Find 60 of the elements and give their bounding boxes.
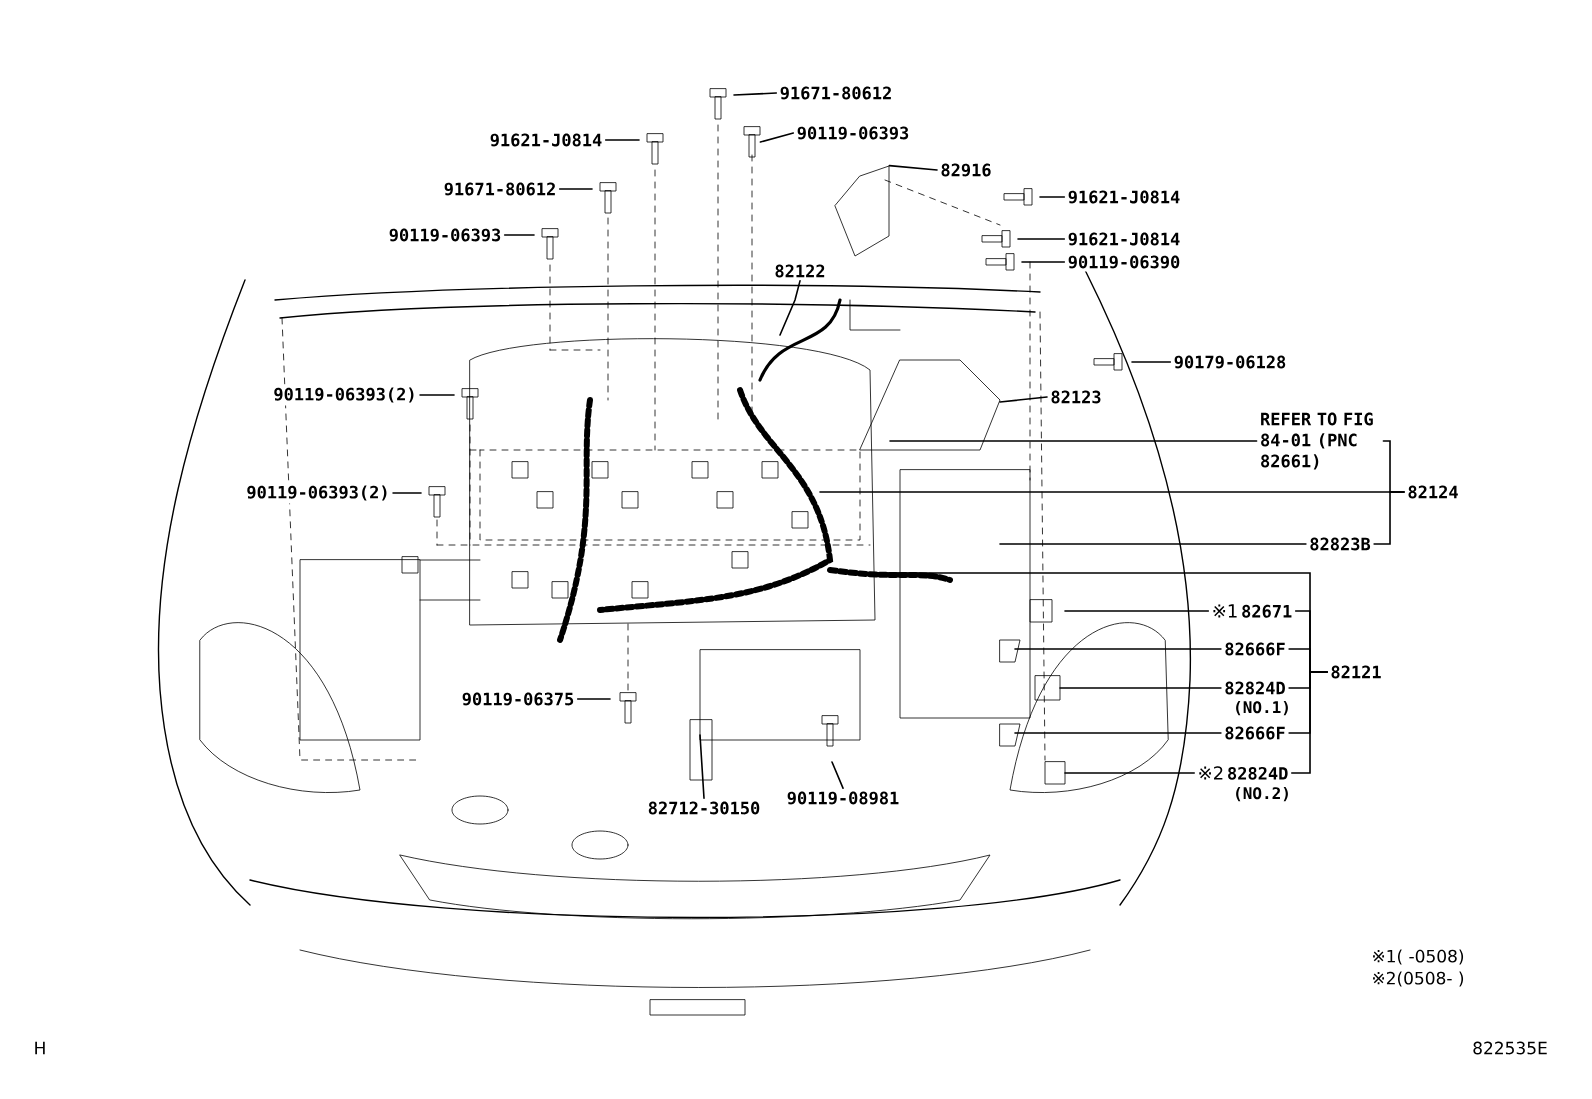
leader-line: [604, 139, 640, 141]
part-number-label: 91621-J0814: [486, 130, 606, 150]
leader-line: [1017, 238, 1066, 240]
leader-line: [1014, 732, 1222, 734]
leader-line: [888, 164, 938, 171]
leader-line: [1021, 261, 1066, 263]
leader-line: [1014, 648, 1222, 650]
part-number-label: ※1 82671: [1208, 601, 1296, 621]
part-number-label: 91671-80612: [776, 83, 896, 103]
part-number-label: 91621-J0814: [1064, 229, 1184, 249]
leader-line: [831, 761, 844, 789]
leader-line: [999, 543, 1307, 545]
leader-line: [779, 280, 801, 336]
leader-line: [1064, 772, 1195, 774]
leader-line: [1373, 491, 1405, 545]
leader-line: [503, 234, 535, 236]
page-mark: H: [35, 1041, 45, 1055]
part-number-label: 82666F: [1221, 639, 1289, 659]
leader-line: [1039, 196, 1066, 198]
part-number-label: 82666F: [1221, 723, 1289, 743]
part-number-label: 91621-J0814: [1064, 187, 1184, 207]
part-number-label: 82916: [937, 160, 995, 180]
leader-line: [999, 396, 1048, 403]
leader-line: [558, 188, 593, 190]
part-number-label: 90119-06375: [458, 689, 578, 709]
leader-line: [699, 734, 705, 799]
part-number-label: 82121: [1327, 662, 1385, 682]
part-number-label: 82823B: [1306, 534, 1374, 554]
leader-line: [1064, 610, 1210, 612]
note-label: (NO.2): [1236, 786, 1288, 802]
leader-line: [576, 698, 611, 700]
leader-line: [1131, 361, 1172, 363]
part-number-label: 90179-06128: [1170, 352, 1290, 372]
leader-line: [759, 132, 795, 143]
leader-line: [1291, 671, 1328, 774]
part-number-label: 82122: [771, 261, 829, 281]
part-number-label: 82123: [1047, 387, 1105, 407]
bracket-drawing: [834, 165, 890, 257]
leader-line: [1059, 687, 1222, 689]
part-number-label: 90119-06393: [385, 225, 505, 245]
part-number-label: 90119-06393(2): [270, 384, 420, 406]
footnote-text: ※1( -0508): [1373, 949, 1464, 965]
footnote-text: ※2(0508- ): [1373, 971, 1464, 987]
part-number-label: 90119-08981: [783, 788, 903, 808]
part-number-label: 82124: [1404, 482, 1462, 502]
reference-note: REFER TO FIG 84-01 (PNC 82661): [1257, 409, 1383, 473]
part-number-label: 91671-80612: [440, 179, 560, 199]
bolt-drawing: [743, 126, 761, 158]
part-number-label: ※2 82824D: [1194, 763, 1292, 783]
leader-line: [889, 440, 1258, 442]
part-number-label: 82712-30150: [644, 798, 764, 818]
part-number-label: 82824D: [1221, 678, 1289, 698]
note-label: (NO.1): [1236, 700, 1288, 716]
part-number-label: 90119-06390: [1064, 252, 1184, 272]
part-number-label: 90119-06393: [793, 123, 913, 143]
leader-line: [392, 492, 422, 494]
leader-line: [419, 394, 455, 396]
part-number-label: 90119-06393(2): [243, 482, 393, 504]
figure-code: 822535E: [1473, 1041, 1547, 1055]
leader-line: [733, 92, 778, 96]
